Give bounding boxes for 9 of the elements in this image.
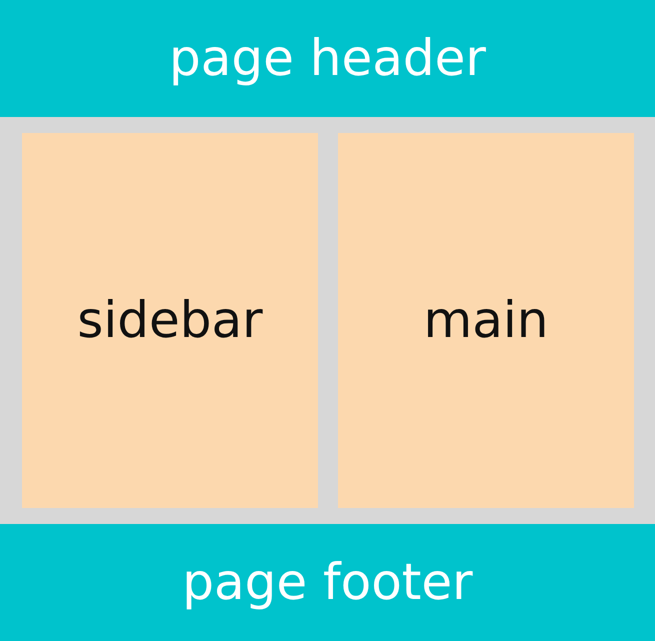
region-label: main [424,293,548,348]
region-label: page header [169,31,486,86]
layout-region [0,524,655,641]
region-label: sidebar [77,293,263,348]
layout-region [338,133,634,508]
region-label: page footer [182,555,473,610]
layout-region [0,0,655,117]
layout-region [22,133,318,508]
panel-background [0,117,655,524]
